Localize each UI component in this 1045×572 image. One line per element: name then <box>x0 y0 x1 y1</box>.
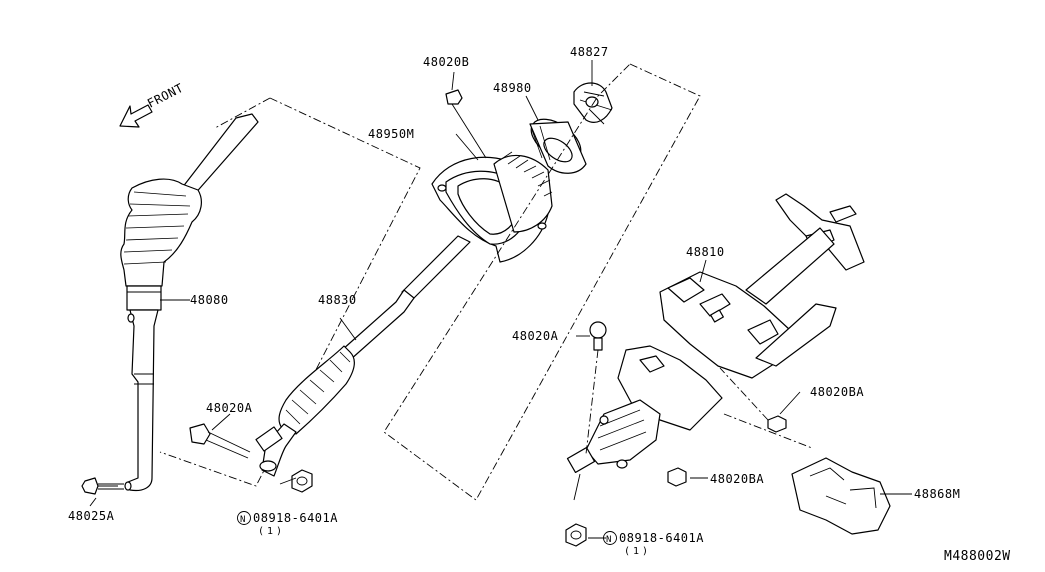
lower-shaft-assembly <box>120 113 259 492</box>
label-48980: 48980 <box>493 81 532 95</box>
nut-symbol-right: N <box>606 535 612 545</box>
label-nut-left-qty: (1) <box>258 526 285 537</box>
clip-48020b <box>445 89 487 159</box>
label-48830: 48830 <box>318 293 357 307</box>
bolt-48020a-right <box>585 321 607 455</box>
nut-right <box>565 523 587 547</box>
label-48020ba-lower: 48020BA <box>710 472 764 486</box>
boot-seal-48950m <box>431 151 553 263</box>
nut-symbol-left: N <box>240 515 246 525</box>
label-48080: 48080 <box>190 293 229 307</box>
label-48020a-right: 48020A <box>512 329 559 343</box>
steering-column-48810 <box>566 193 865 501</box>
label-48868m: 48868M <box>914 487 960 501</box>
front-label: FRONT <box>145 81 186 111</box>
label-48827: 48827 <box>570 45 609 59</box>
seal-48980 <box>529 118 587 174</box>
diagram-code: M488002W <box>944 549 1011 564</box>
cover-48868m <box>723 413 891 535</box>
part-labels: 48020B 48827 48980 48950M 48080 48830 48… <box>68 45 1011 564</box>
intermediate-shaft-assembly <box>255 235 471 477</box>
bolt-48025a <box>81 477 124 495</box>
nut-symbol-left-icon <box>237 511 251 525</box>
front-direction-indicator: FRONT <box>119 81 186 128</box>
bolt-48020ba-lower <box>667 467 687 487</box>
left-assembly-boundary <box>159 97 421 487</box>
bolt-48020a-left <box>189 423 251 459</box>
bolt-48020ba-upper <box>719 367 787 433</box>
label-48020a-left: 48020A <box>206 401 253 415</box>
front-arrow-icon <box>119 104 153 128</box>
label-nut-right-qty: (1) <box>624 546 651 557</box>
right-assembly-boundary <box>383 63 701 501</box>
label-nut-right: 08918-6401A <box>619 531 704 545</box>
label-48025a: 48025A <box>68 509 115 523</box>
label-48020ba-upper: 48020BA <box>810 385 864 399</box>
nut-left <box>291 469 313 493</box>
label-48020b: 48020B <box>423 55 469 69</box>
clip-48827 <box>573 60 613 125</box>
label-48810: 48810 <box>686 245 725 259</box>
label-nut-left: 08918-6401A <box>253 511 338 525</box>
nut-symbol-right-icon <box>603 531 617 545</box>
leader-lines <box>89 71 912 539</box>
label-48950m: 48950M <box>368 127 414 141</box>
